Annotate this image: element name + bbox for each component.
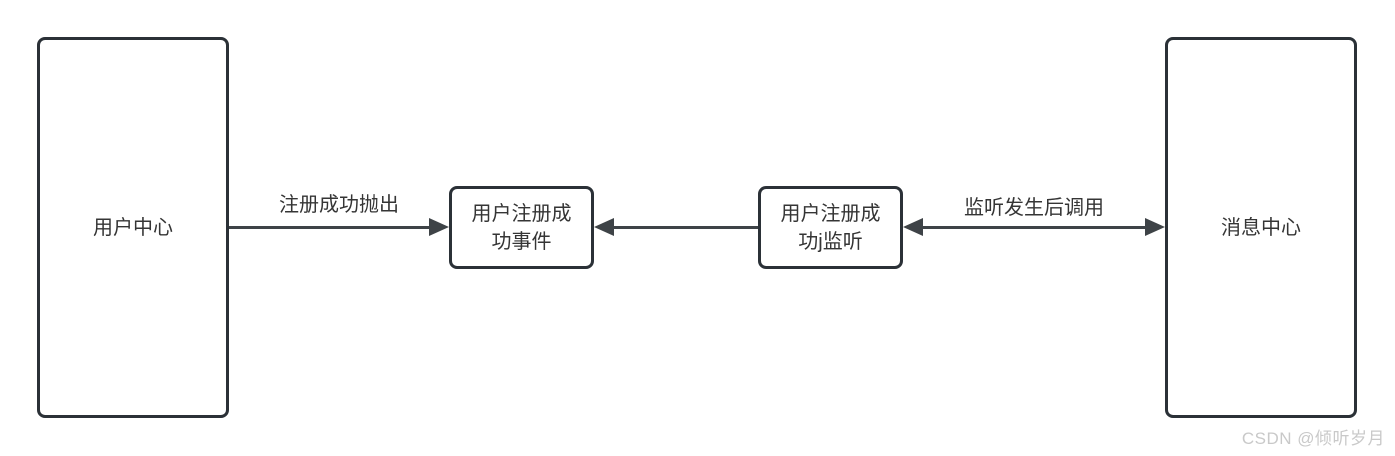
node-message-center: 消息中心 [1165,37,1357,418]
arrowhead-left-icon [594,218,614,236]
node-register-success-event-label: 用户注册成 功事件 [471,202,572,253]
arrowhead-right-icon [1145,218,1165,236]
node-register-success-listener-label: 用户注册成 功j监听 [780,202,881,253]
node-register-success-listener: 用户注册成 功j监听 [758,186,903,269]
node-register-success-event: 用户注册成 功事件 [449,186,594,269]
edge-listener-to-event-line [612,226,758,229]
edge-register-throw-line [229,226,432,229]
arrowhead-left-icon [903,218,923,236]
edge-register-throw-label: 注册成功抛出 [279,194,399,216]
edge-listen-call-label: 监听发生后调用 [964,197,1104,219]
csdn-watermark: CSDN @倾听岁月 [1241,429,1385,448]
arrowhead-right-icon [429,218,449,236]
node-message-center-label: 消息中心 [1221,216,1301,239]
edge-listen-call-line [921,226,1147,229]
node-user-center-label: 用户中心 [93,216,173,239]
node-user-center: 用户中心 [37,37,229,418]
